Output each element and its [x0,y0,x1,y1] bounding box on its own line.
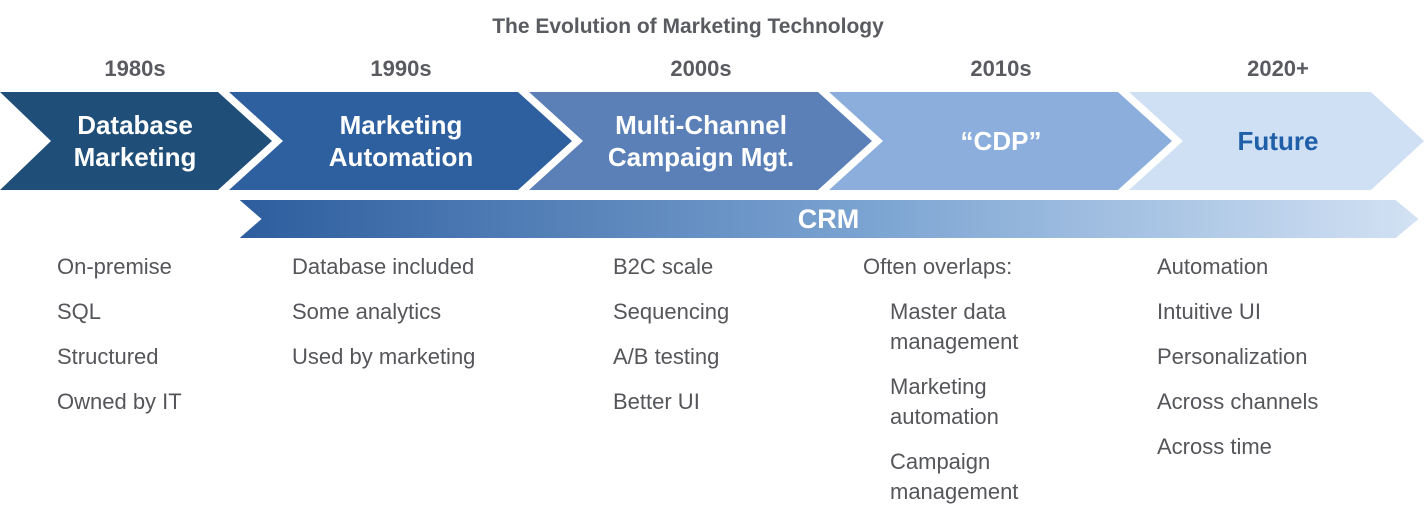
arrow-shape-database-marketing [0,92,272,190]
bullet-item: Owned by IT [57,389,182,414]
bullet-item: SQL [57,299,102,324]
bullet-item: Across channels [1157,389,1319,414]
bullet-item: Structured [57,344,159,369]
arrow-shape-cdp [829,92,1172,190]
bullet-item: B2C scale [613,254,714,279]
bullet-item: Some analytics [292,299,442,324]
decade-label-2000s: 2000s [670,56,732,81]
arrow-shape-multi-channel [529,92,872,190]
decade-label-1980s: 1980s [104,56,166,81]
bullet-item: Database included [292,254,475,279]
arrow-label-future: Future [1237,125,1319,156]
bullet-item-header: Often overlaps: [863,254,1013,279]
bullet-item: Marketing automation [890,374,999,429]
decade-label-2020s: 2020+ [1247,56,1309,81]
bullet-column-2010s: Often overlaps: Master data management M… [863,252,1118,522]
bullet-item: Personalization [1157,344,1308,369]
bullet-column-2020s: Automation Intuitive UI Personalization … [1157,252,1412,477]
arrow-label-cdp: “CDP” [960,125,1042,156]
bullet-item: Sequencing [613,299,730,324]
decade-label-1990s: 1990s [370,56,432,81]
crm-banner-graphic [234,198,1422,240]
bullet-item: Automation [1157,254,1269,279]
arrow-shape-marketing-automation [229,92,572,190]
arrow-label-database-marketing: Database Marketing [73,109,197,173]
bullet-column-1990s: Database included Some analytics Used by… [292,252,532,387]
arrow-label-marketing-automation: Marketing Automation [328,109,474,173]
bullet-column-1980s: On-premise SQL Structured Owned by IT [57,252,282,432]
bullet-item: On-premise [57,254,172,279]
arrow-shape-future [1129,92,1424,190]
bullet-item: Better UI [613,389,700,414]
bullet-column-2000s: B2C scale Sequencing A/B testing Better … [613,252,838,432]
era-arrows-graphic [0,92,1424,190]
decade-label-2010s: 2010s [970,56,1032,81]
bullet-item: Master data management [890,299,1019,354]
bullet-item: Campaign management [890,449,1019,504]
page-title: The Evolution of Marketing Technology [492,15,884,38]
crm-arrow-shape [234,198,1422,240]
bullet-item: Used by marketing [292,344,476,369]
bullet-item: Across time [1157,434,1272,459]
crm-label: CRM [797,203,860,234]
bullet-item: A/B testing [613,344,720,369]
arrow-label-multi-channel: Multi-Channel Campaign Mgt. [607,109,795,173]
bullet-item: Intuitive UI [1157,299,1261,324]
